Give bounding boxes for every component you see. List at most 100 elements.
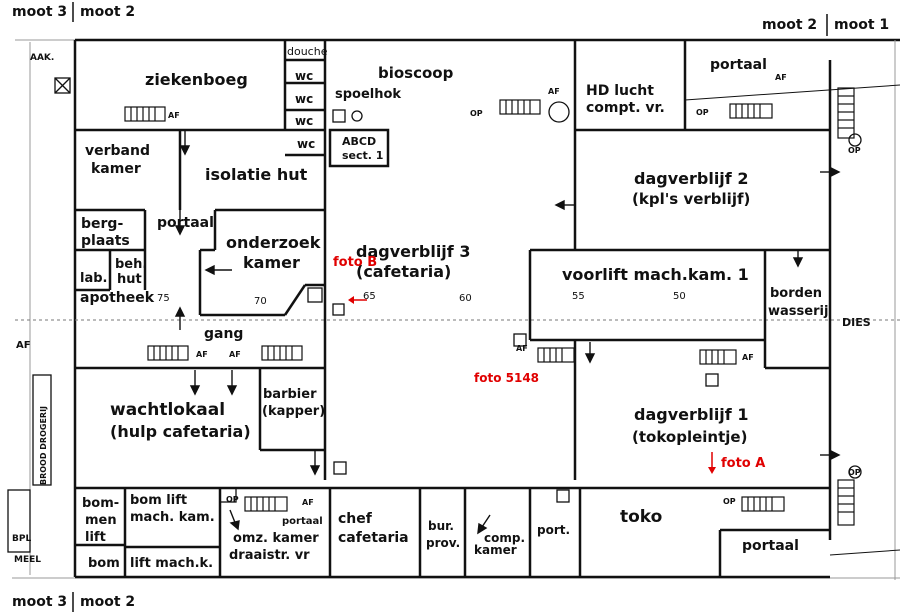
arrowhead-foto-a — [708, 467, 716, 474]
label-bomlift-mach: mach. kam. — [130, 510, 215, 525]
stair-bottom-left — [244, 496, 288, 512]
stair-bottom-right — [741, 496, 785, 512]
label-af-outer: AF — [16, 340, 31, 351]
label-wc-3: wc — [295, 114, 313, 128]
stair-ziekenboeg — [124, 106, 166, 122]
label-beh-hut: hut — [117, 272, 142, 287]
hull-outline — [12, 38, 900, 580]
label-wc-1: wc — [295, 69, 313, 83]
stair-bioscoop — [499, 99, 541, 115]
label-wc-2: wc — [295, 92, 313, 106]
label-wc-4: wc — [297, 137, 315, 151]
arrowhead-foto-b — [348, 296, 354, 304]
label-hd-compt: compt. vr. — [586, 100, 665, 116]
interior-walls — [75, 40, 832, 577]
label-comp: comp. — [484, 531, 525, 545]
label-beh: beh. — [115, 257, 147, 272]
label-lab: lab. — [80, 271, 107, 286]
label-verband-kamer: kamer — [91, 161, 141, 177]
photo-annotations: foto B foto 5148 foto A — [333, 255, 765, 474]
marker-op-bottom-left: OP — [226, 495, 239, 504]
stair-outer-top — [837, 87, 855, 139]
label-douche: douche — [287, 45, 328, 58]
af-op-markers: AF AF AF AF AF AF AF AF OP OP OP OP OP O… — [168, 73, 861, 507]
marker-af-gang-2: AF — [229, 350, 241, 359]
label-portaal-small: portaal — [282, 516, 323, 527]
room-labels: ziekenboeg douche wc wc wc wc bioscoop s… — [12, 45, 871, 571]
door-arrows — [174, 130, 841, 535]
marker-op-outer-bottom: OP — [848, 468, 861, 477]
label-omz-kamer: omz. kamer — [233, 531, 319, 546]
frame-55: 55 — [572, 291, 585, 302]
label-port: port. — [537, 523, 570, 537]
header-moot3-top: moot 3 — [12, 4, 67, 20]
label-bergplaats-1: berg- — [81, 216, 123, 232]
label-bergplaats-2: plaats — [81, 233, 130, 249]
label-bom-bottom: bom — [88, 556, 120, 571]
label-gang: gang — [204, 326, 243, 342]
label-prov: prov. — [426, 536, 460, 550]
label-dagverblijf-2: dagverblijf 2 — [634, 169, 748, 188]
label-wachtlokaal: wachtlokaal — [110, 400, 225, 420]
label-dies: DIES — [842, 316, 871, 329]
label-dagverblijf-3: dagverblijf 3 — [356, 242, 470, 261]
marker-af-bioscoop: AF — [548, 87, 560, 96]
annotation-foto-a: foto A — [721, 456, 765, 471]
label-hd-lucht: HD lucht — [586, 83, 654, 99]
label-bommen-2: men — [85, 513, 117, 528]
label-comp-kamer: kamer — [474, 543, 517, 557]
label-toko: toko — [620, 507, 662, 527]
label-barbier: barbier — [263, 387, 317, 402]
label-isolatie-hut: isolatie hut — [205, 165, 308, 184]
label-bommen-3: lift — [85, 530, 106, 545]
header-moot2-bottom: moot 2 — [80, 594, 135, 610]
label-wasserij: wasserij — [768, 304, 828, 319]
marker-op-portaal: OP — [696, 108, 709, 117]
stair-gang-left — [147, 345, 189, 361]
annotation-foto-5148: foto 5148 — [474, 371, 539, 385]
header-moot1-top: moot 1 — [834, 17, 889, 33]
label-chef: chef — [338, 511, 373, 527]
label-abcd: ABCD — [342, 135, 376, 148]
fixture-symbols — [7, 77, 862, 553]
label-bpl: BPL — [12, 534, 31, 544]
stair-center — [537, 347, 575, 363]
stair-portaal-top — [729, 103, 773, 119]
label-portaal-top: portaal — [710, 57, 767, 73]
label-hulp-cafetaria: (hulp cafetaria) — [110, 422, 251, 441]
label-portaal-isolatie: portaal — [157, 215, 214, 231]
header-moot2-top-right: moot 2 — [762, 17, 817, 33]
label-chef-cafetaria: cafetaria — [338, 530, 409, 546]
marker-af-bottom: AF — [302, 498, 314, 507]
label-borden: borden — [770, 286, 822, 301]
marker-af-center: AF — [516, 344, 528, 353]
marker-af-portaal: AF — [775, 73, 787, 82]
label-onderzoek: onderzoek — [226, 233, 321, 252]
label-kpl-verblijf: (kpl's verblijf) — [632, 190, 750, 208]
label-apotheek: apotheek — [80, 290, 155, 306]
label-draaistr: draaistr. vr — [229, 548, 310, 563]
label-voorlift: voorlift mach.kam. 1 — [562, 265, 749, 284]
header-moot2-top-left: moot 2 — [80, 4, 135, 20]
frame-50: 50 — [673, 291, 686, 302]
marker-op-bottom-right: OP — [723, 497, 736, 506]
label-bioscoop: bioscoop — [378, 64, 454, 82]
label-portaal-bottom: portaal — [742, 538, 799, 554]
stair-outer-bottom — [837, 479, 855, 526]
marker-op-bioscoop: OP — [470, 109, 483, 118]
label-lift-mach-k: lift mach.k. — [130, 556, 213, 571]
marker-af-voorlift: AF — [742, 353, 754, 362]
frame-65: 65 — [363, 291, 376, 302]
label-ziekenboeg: ziekenboeg — [145, 70, 248, 89]
label-cafetaria: (cafetaria) — [356, 262, 451, 281]
label-spoelhok: spoelhok — [335, 87, 401, 102]
label-verband: verband — [85, 143, 150, 159]
label-bomlift: bom lift — [130, 493, 187, 508]
frame-numbers: 75 70 65 60 55 50 — [157, 291, 686, 307]
label-kapper: (kapper) — [262, 404, 325, 419]
stair-symbols — [124, 87, 855, 526]
frame-70: 70 — [254, 296, 267, 307]
header-moot3-bottom: moot 3 — [12, 594, 67, 610]
stair-voorlift — [699, 349, 737, 365]
